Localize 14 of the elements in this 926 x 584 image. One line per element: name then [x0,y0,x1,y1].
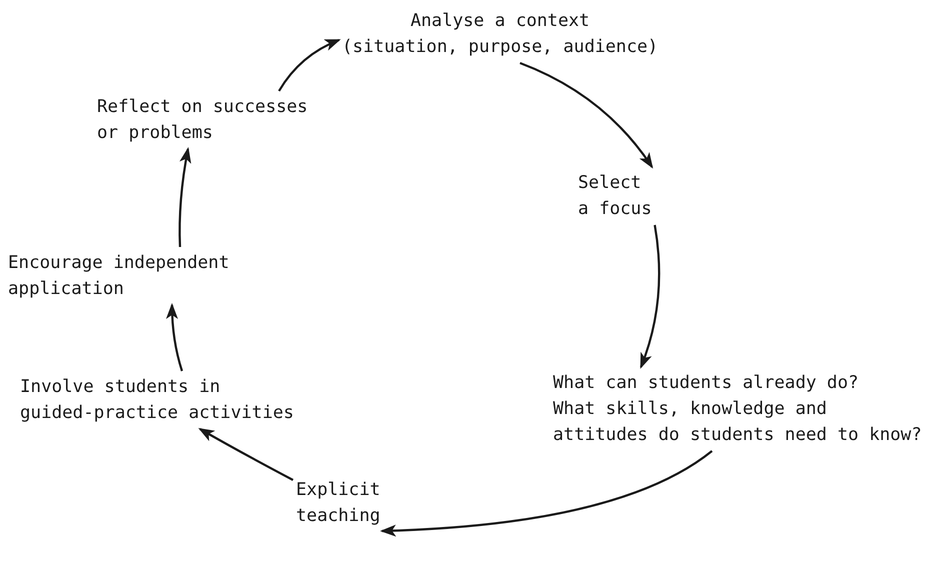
arrow [520,62,654,169]
step-label: Reflect on successes or problems [97,94,308,146]
arrow [178,147,192,248]
arrow [640,224,660,369]
arrow [166,303,184,372]
arrow [198,428,294,481]
step-label: Encourage independent application [8,250,230,302]
step-label: Involve students in guided-practice activities [20,374,294,426]
arrow [278,38,341,92]
step-label: What can students already do? What skills, knowledge and attitudes do students need to know? [553,370,922,448]
step-label: Explicit teaching [296,477,380,529]
arrow [380,450,713,536]
step-label: Analyse a context (situation, purpose, audience) [342,8,658,60]
step-label: Select a focus [578,170,652,222]
